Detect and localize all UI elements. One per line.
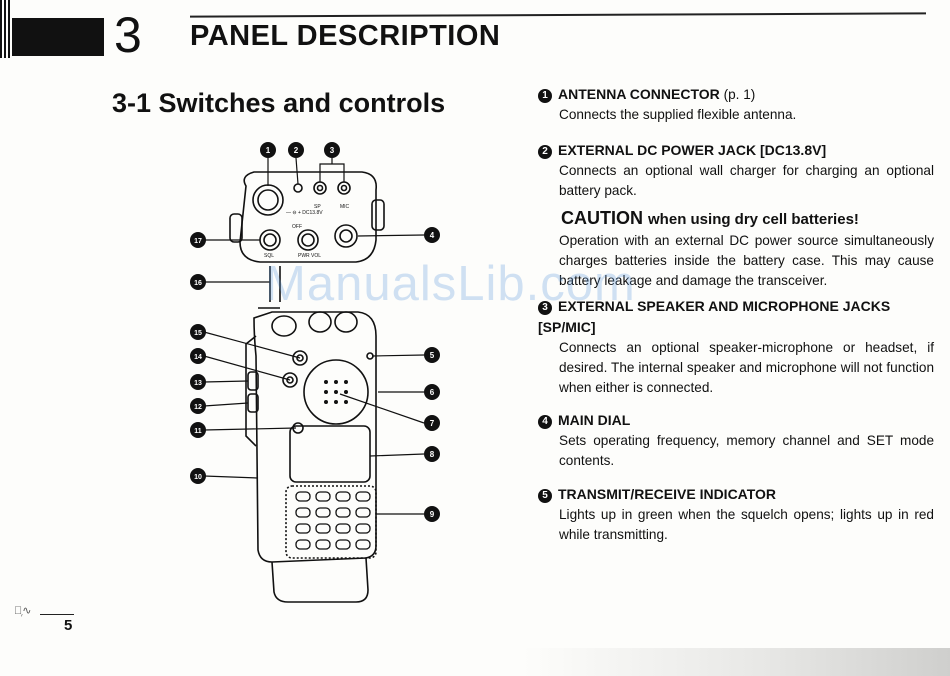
svg-text:15: 15 <box>194 330 202 337</box>
desc-num-4: 4 <box>538 415 552 429</box>
chapter-title: PANEL DESCRIPTION <box>190 20 501 52</box>
svg-text:12: 12 <box>194 404 202 411</box>
svg-text:10: 10 <box>194 474 202 481</box>
callout-5: 5 <box>424 347 440 363</box>
svg-text:1: 1 <box>266 146 271 155</box>
desc-page-ref-1: (p. 1) <box>723 87 756 102</box>
chapter-tab-block <box>12 18 104 56</box>
desc-item-4: 4 MAIN DIAL Sets operating frequency, mem… <box>538 410 934 471</box>
callout-17: 17 <box>190 232 206 248</box>
caution-heading: CAUTION when using dry cell batteries! <box>538 207 934 231</box>
desc-body-1: Connects the supplied flexible antenna. <box>559 107 797 122</box>
desc-item-1: 1 ANTENNA CONNECTOR (p. 1) Connects the s… <box>538 84 934 125</box>
desc-body-2: Connects an optional wall charger for ch… <box>559 163 934 198</box>
desc-item-2: 2 EXTERNAL DC POWER JACK [DC13.8V] Connec… <box>538 140 934 291</box>
desc-title-2: EXTERNAL DC POWER JACK [DC13.8V] <box>558 142 827 158</box>
callout-16: 16 <box>190 274 206 290</box>
header-rule <box>189 12 927 18</box>
callout-9: 9 <box>424 506 440 522</box>
page-number: 5 <box>64 617 73 634</box>
desc-item-5: 5 TRANSMIT/RECEIVE INDICATOR Lights up in… <box>538 484 934 545</box>
desc-title-4: MAIN DIAL <box>558 412 631 428</box>
label-dc: — ⊖ + DC13.8V <box>286 210 323 216</box>
callout-12: 12 <box>190 398 206 414</box>
callout-2: 2 <box>288 142 304 158</box>
margin-scribble: ⁘᷊∿ <box>14 605 32 617</box>
desc-num-2: 2 <box>538 145 552 159</box>
desc-title-5: TRANSMIT/RECEIVE INDICATOR <box>558 486 777 502</box>
caution-subtitle: when using dry cell batteries! <box>648 211 859 228</box>
svg-text:3: 3 <box>330 146 335 155</box>
svg-text:2: 2 <box>294 146 299 155</box>
callout-13: 13 <box>190 374 206 390</box>
chapter-tab-stripes <box>0 0 12 58</box>
desc-num-3: 3 <box>538 301 552 315</box>
svg-text:13: 13 <box>194 380 202 387</box>
callout-10: 10 <box>190 468 206 484</box>
svg-text:16: 16 <box>194 280 202 287</box>
label-sql: SQL <box>264 253 274 259</box>
label-sp: SP <box>314 204 321 210</box>
desc-title-1: ANTENNA CONNECTOR <box>558 86 720 102</box>
callout-15: 15 <box>190 324 206 340</box>
svg-text:17: 17 <box>194 238 202 245</box>
callout-14: 14 <box>190 348 206 364</box>
callout-1: 1 <box>260 142 276 158</box>
svg-text:6: 6 <box>430 388 435 397</box>
svg-text:5: 5 <box>430 351 435 360</box>
svg-text:4: 4 <box>430 231 435 240</box>
desc-num-1: 1 <box>538 89 552 103</box>
callout-4: 4 <box>424 227 440 243</box>
callout-3: 3 <box>324 142 340 158</box>
section-title: 3-1 Switches and controls <box>112 88 446 118</box>
svg-text:11: 11 <box>194 428 202 435</box>
label-pwr-vol: PWR VOL <box>298 253 321 259</box>
page-number-rule <box>40 614 74 615</box>
caution-title: CAUTION <box>561 208 643 228</box>
chapter-number: 3 <box>114 7 142 63</box>
callout-7: 7 <box>424 415 440 431</box>
callout-6: 6 <box>424 384 440 400</box>
svg-text:14: 14 <box>194 354 202 361</box>
desc-num-5: 5 <box>538 489 552 503</box>
watermark: ManualsLib.com <box>265 257 636 311</box>
transceiver-diagram: — ⊖ + DC13.8V SP MIC SQL PWR VOL OFF 1 2… <box>190 142 440 603</box>
callout-11: 11 <box>190 422 206 438</box>
callout-8: 8 <box>424 446 440 462</box>
svg-text:7: 7 <box>430 419 435 428</box>
desc-body-5: Lights up in green when the squelch open… <box>559 507 934 542</box>
desc-body-3: Connects an optional speaker-microphone … <box>559 340 934 395</box>
desc-title-3: EXTERNAL SPEAKER AND MICROPHONE JACKS [S… <box>538 298 891 335</box>
label-mic: MIC <box>340 204 350 210</box>
desc-body-4: Sets operating frequency, memory channel… <box>559 433 934 468</box>
svg-text:9: 9 <box>430 510 435 519</box>
caution-body: Operation with an external DC power sour… <box>559 233 934 288</box>
scan-edge-noise <box>0 648 950 676</box>
label-off: OFF <box>292 224 302 230</box>
svg-text:8: 8 <box>430 450 435 459</box>
